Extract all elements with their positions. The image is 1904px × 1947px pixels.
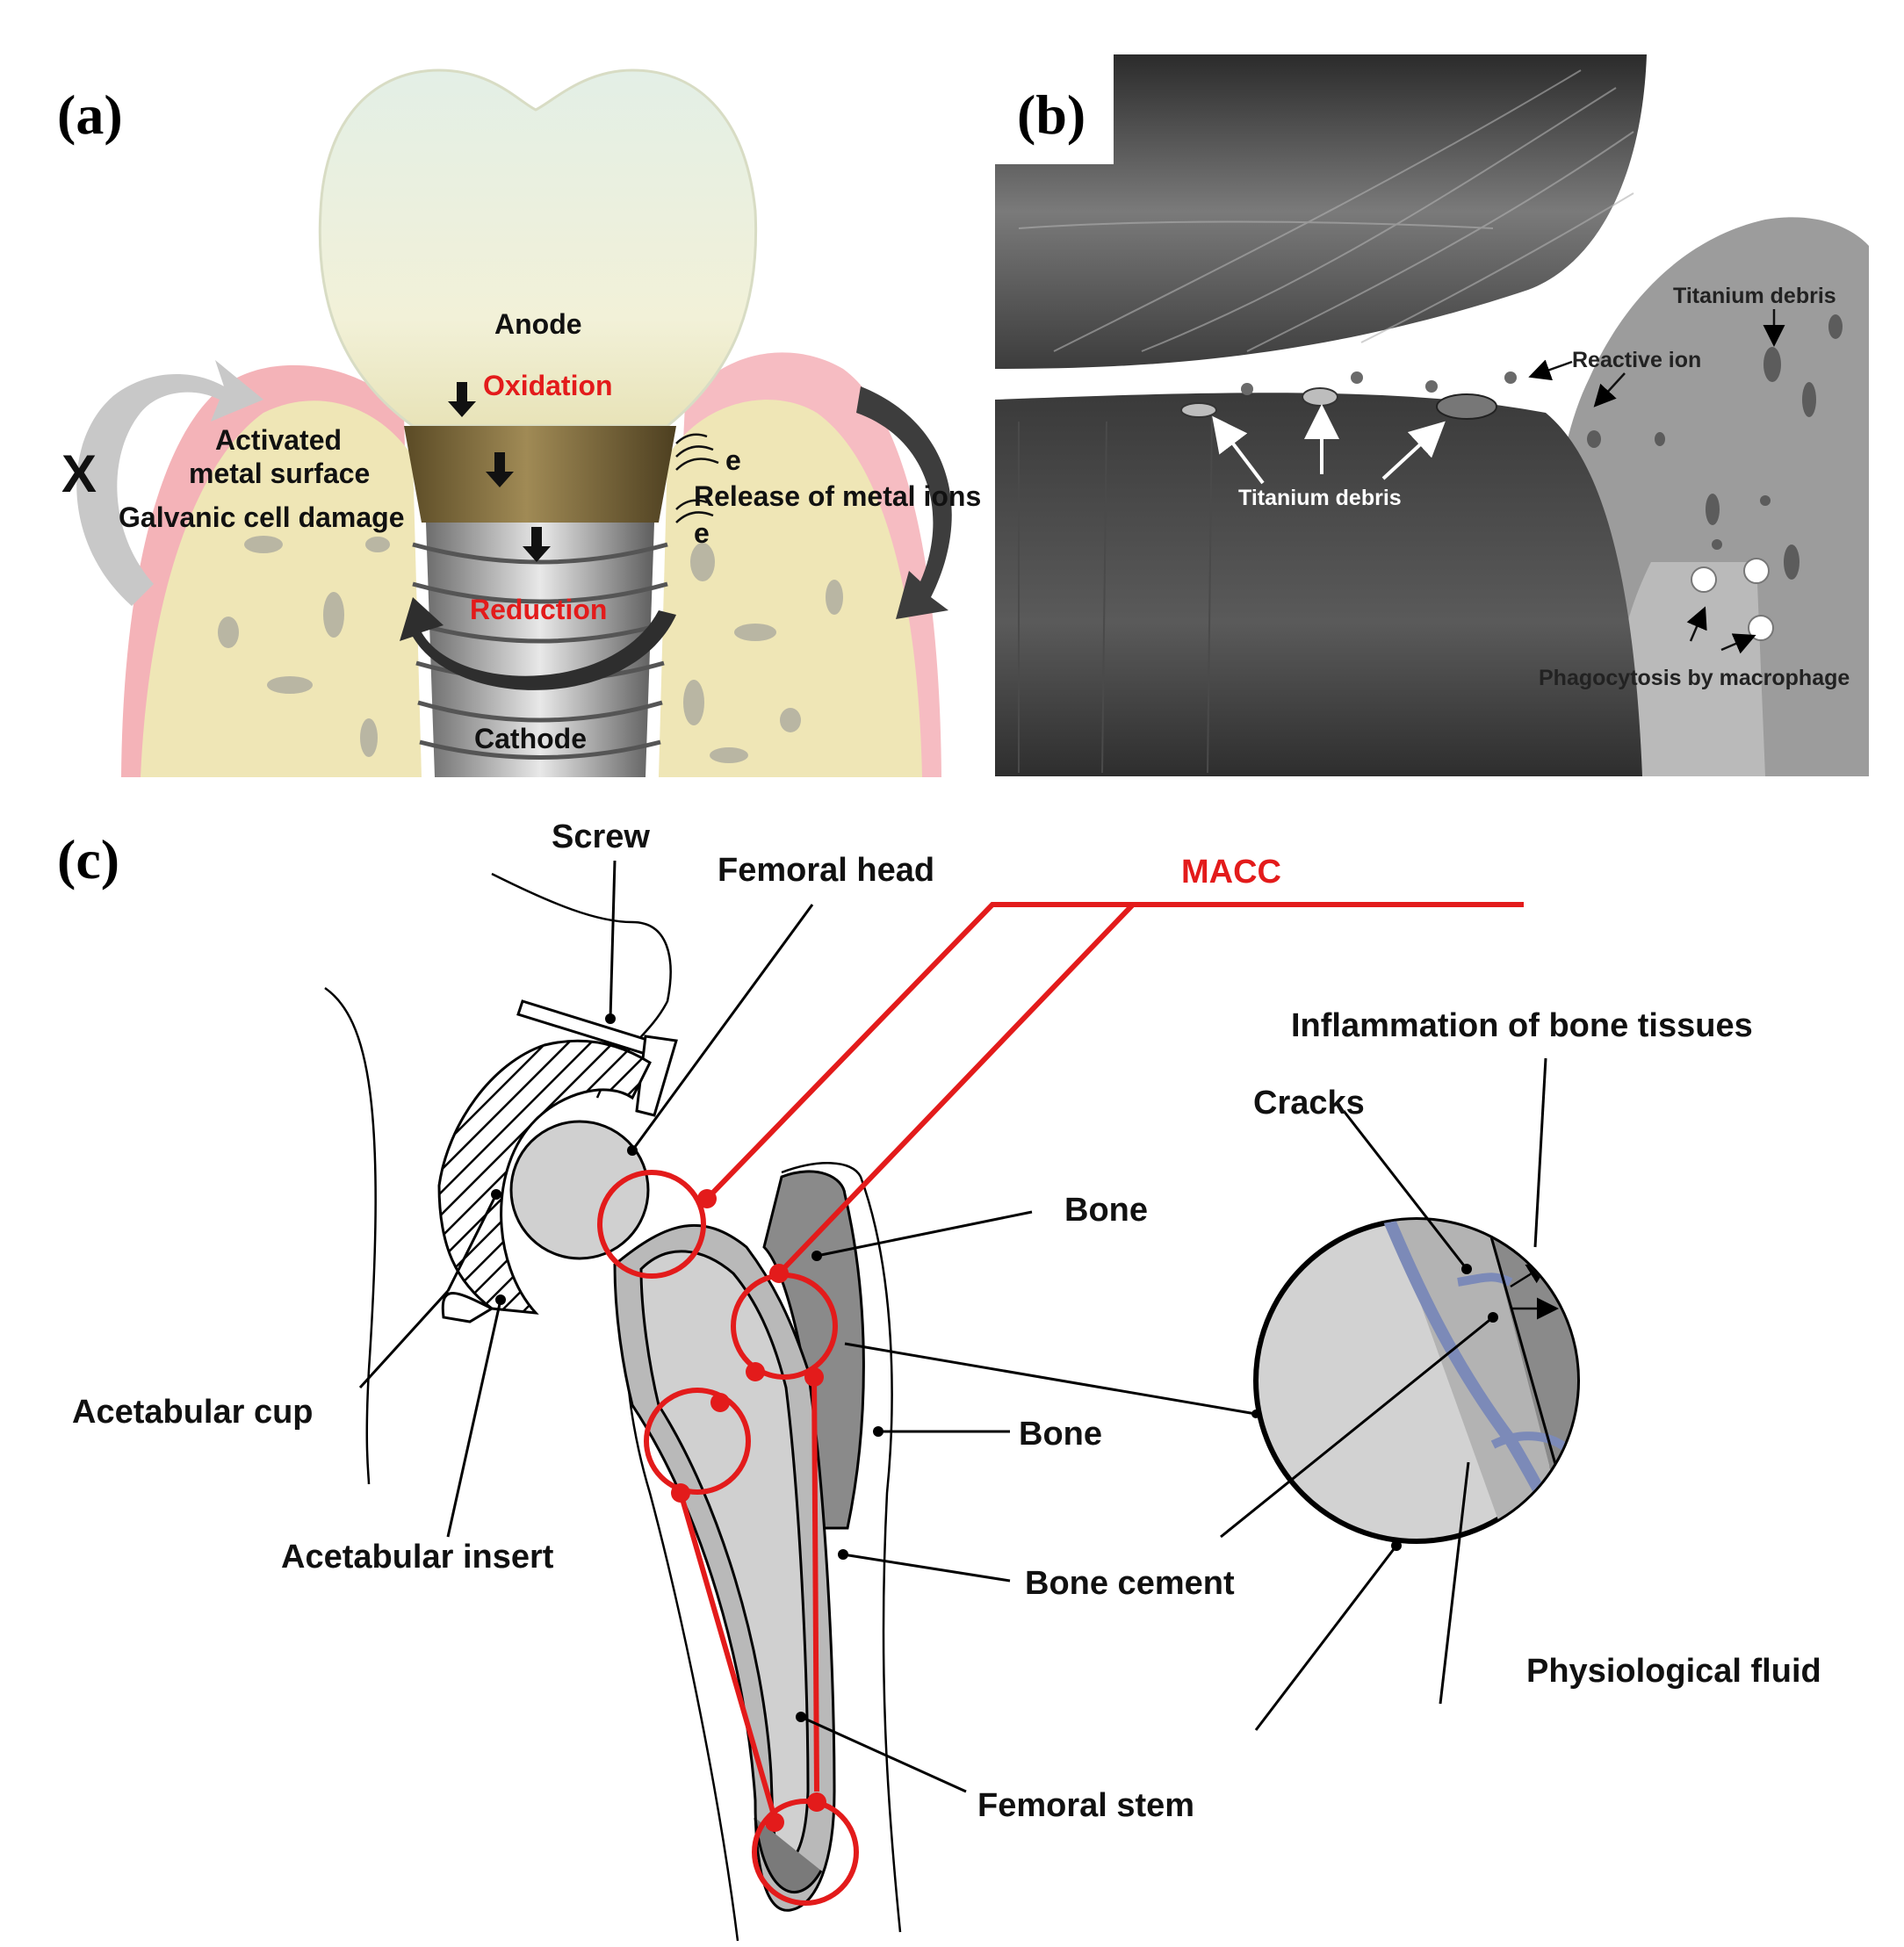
electron-label-upper: e (725, 444, 741, 476)
electron-label-lower: e (694, 517, 710, 549)
femoral-stem-label: Femoral stem (977, 1787, 1194, 1824)
upper-metal-streaks (1018, 69, 1634, 352)
debris-particle (1180, 402, 1217, 418)
x-mark: X (61, 444, 97, 503)
left-bone (141, 400, 422, 777)
debris-pointer-arrows (1212, 404, 1446, 485)
macc-label: MACC (1181, 854, 1281, 891)
right-bone (659, 400, 922, 777)
reduction-label: Reduction (470, 594, 607, 625)
acetabular-rim (441, 1292, 495, 1323)
down-arrows (448, 382, 551, 562)
metal-surface-label: metal surface (189, 458, 370, 489)
lower-metal-surface (995, 393, 1642, 776)
release-ions-label: Release of metal ions (694, 480, 981, 512)
bone-cement-label: Bone cement (1025, 1565, 1235, 1602)
panel-c: (c) (57, 818, 1821, 1942)
titanium-debris-label-tissue: Titanium debris (1673, 284, 1836, 308)
stem-tip (754, 1817, 823, 1894)
ion-dots (1241, 371, 1517, 395)
oxidation-label: Oxidation (483, 370, 613, 401)
cathode-label: Cathode (474, 723, 587, 754)
panel-b-label: (b) (1017, 83, 1085, 146)
anode-label: Anode (494, 308, 582, 340)
debris-particle (1302, 387, 1338, 407)
inflammation-label: Inflammation of bone tissues (1291, 1007, 1753, 1044)
right-dark-cycle-arrow (856, 386, 952, 619)
panel-b: Titanium debris Reactive ion Titanium de… (995, 54, 1869, 776)
screw-label: Screw (552, 818, 650, 855)
acetabular-insert-label: Acetabular insert (281, 1539, 554, 1576)
acetabular-cup-label: Acetabular cup (72, 1394, 314, 1431)
femoral-head-label: Femoral head (718, 852, 934, 889)
femoral-head-shape (509, 1120, 650, 1260)
tissue-pointer-arrows (1528, 309, 1785, 654)
panel-a: (a) Anode Oxidation Activated metal surf… (54, 53, 981, 777)
physiological-fluid-label: Physiological fluid (1526, 1653, 1821, 1690)
pelvis-outline (324, 986, 377, 1485)
panel-c-label: (c) (57, 828, 119, 891)
electron-arrows (675, 433, 719, 523)
cracks-label: Cracks (1253, 1085, 1365, 1121)
bone-pores (218, 536, 843, 763)
magnified-view (1253, 1217, 1580, 1544)
implant-collar (404, 426, 676, 523)
debris-particle (1436, 393, 1497, 420)
leader-lines (358, 860, 1547, 1793)
bone-label-upper: Bone (1064, 1192, 1148, 1229)
upper-metal-surface (995, 54, 1647, 369)
panel-a-label: (a) (57, 83, 123, 146)
galvanic-damage-label: Galvanic cell damage (119, 501, 405, 533)
activated-label: Activated (215, 424, 342, 456)
tissue-debris (1587, 314, 1843, 580)
reduction-cycle-arrow (400, 597, 676, 690)
left-gray-cycle-arrow (76, 360, 263, 606)
implant-screw (426, 523, 654, 777)
reactive-ion-label: Reactive ion (1572, 348, 1701, 372)
outer-femur-outline-right (781, 1162, 902, 1933)
macc-lines (597, 902, 1524, 1906)
titanium-debris-label-surface: Titanium debris (1238, 486, 1402, 510)
lower-metal-streaks (1018, 412, 1213, 774)
femoral-stem-shape (639, 1250, 810, 1864)
bone-label-lower: Bone (1019, 1416, 1102, 1453)
panel-b-label-box (995, 54, 1114, 164)
phagocytosis-label: Phagocytosis by macrophage (1539, 666, 1850, 690)
tooth-crown (318, 69, 758, 428)
acetabular-cup-shape (437, 1039, 652, 1315)
macrophage-region (1618, 562, 1765, 776)
